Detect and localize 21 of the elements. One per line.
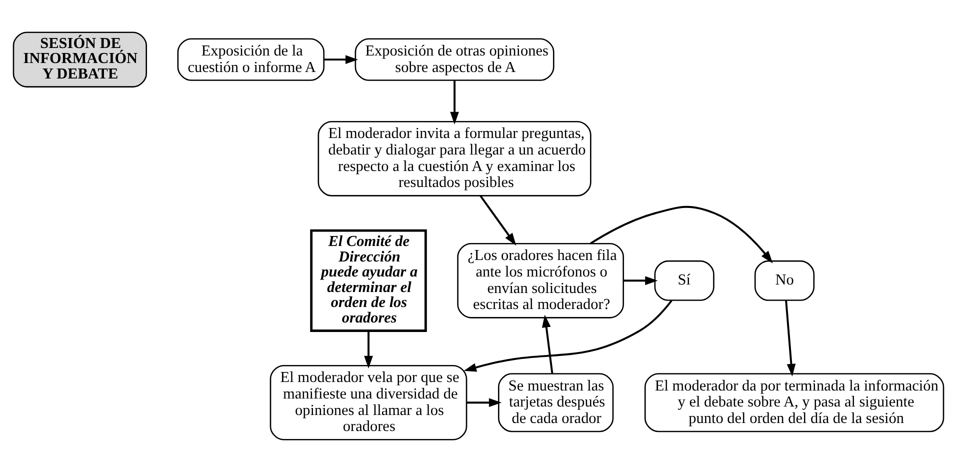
arrow (479, 195, 516, 246)
arrow (541, 314, 553, 374)
arrow (463, 300, 672, 372)
arrow (622, 276, 658, 286)
node-box: El moderador vela por que se manifieste una diversidad de opiniones al llamar a los oradores (269, 364, 467, 440)
arrow (784, 300, 796, 377)
node-box: El moderador da por terminada la información y el debate sobre A, y pasa al siguiente punto del orden del día de la sesión (644, 373, 944, 432)
node-box: Exposición de otras opiniones sobre aspectos de A (354, 38, 554, 81)
node-box: Sí (654, 260, 714, 301)
arrow (324, 55, 358, 64)
arrow (450, 80, 458, 125)
node-box: SESIÓN DE INFORMACIÓN Y DEBATE (12, 32, 146, 88)
arrow (364, 330, 372, 369)
node-box: El moderador invita a formular preguntas, debatir y dialogar para llegar a un acuerdo respecto a la cuestión A y examinar los resultados posibles (317, 121, 591, 196)
node-box: Se muestran las tarjetas después de cada orador (498, 373, 614, 432)
arrow (590, 206, 772, 264)
node-box: El Comité de Dirección puede ayudar a determinar el orden de los oradores (310, 229, 426, 332)
node-box: Exposición de la cuestión o informe A (176, 38, 324, 81)
arrow (466, 398, 502, 408)
node-box: No (754, 260, 814, 301)
node-box: ¿Los oradores hacen fila ante los micrófonos o envían solicitudes escritas al moderador? (456, 242, 624, 318)
